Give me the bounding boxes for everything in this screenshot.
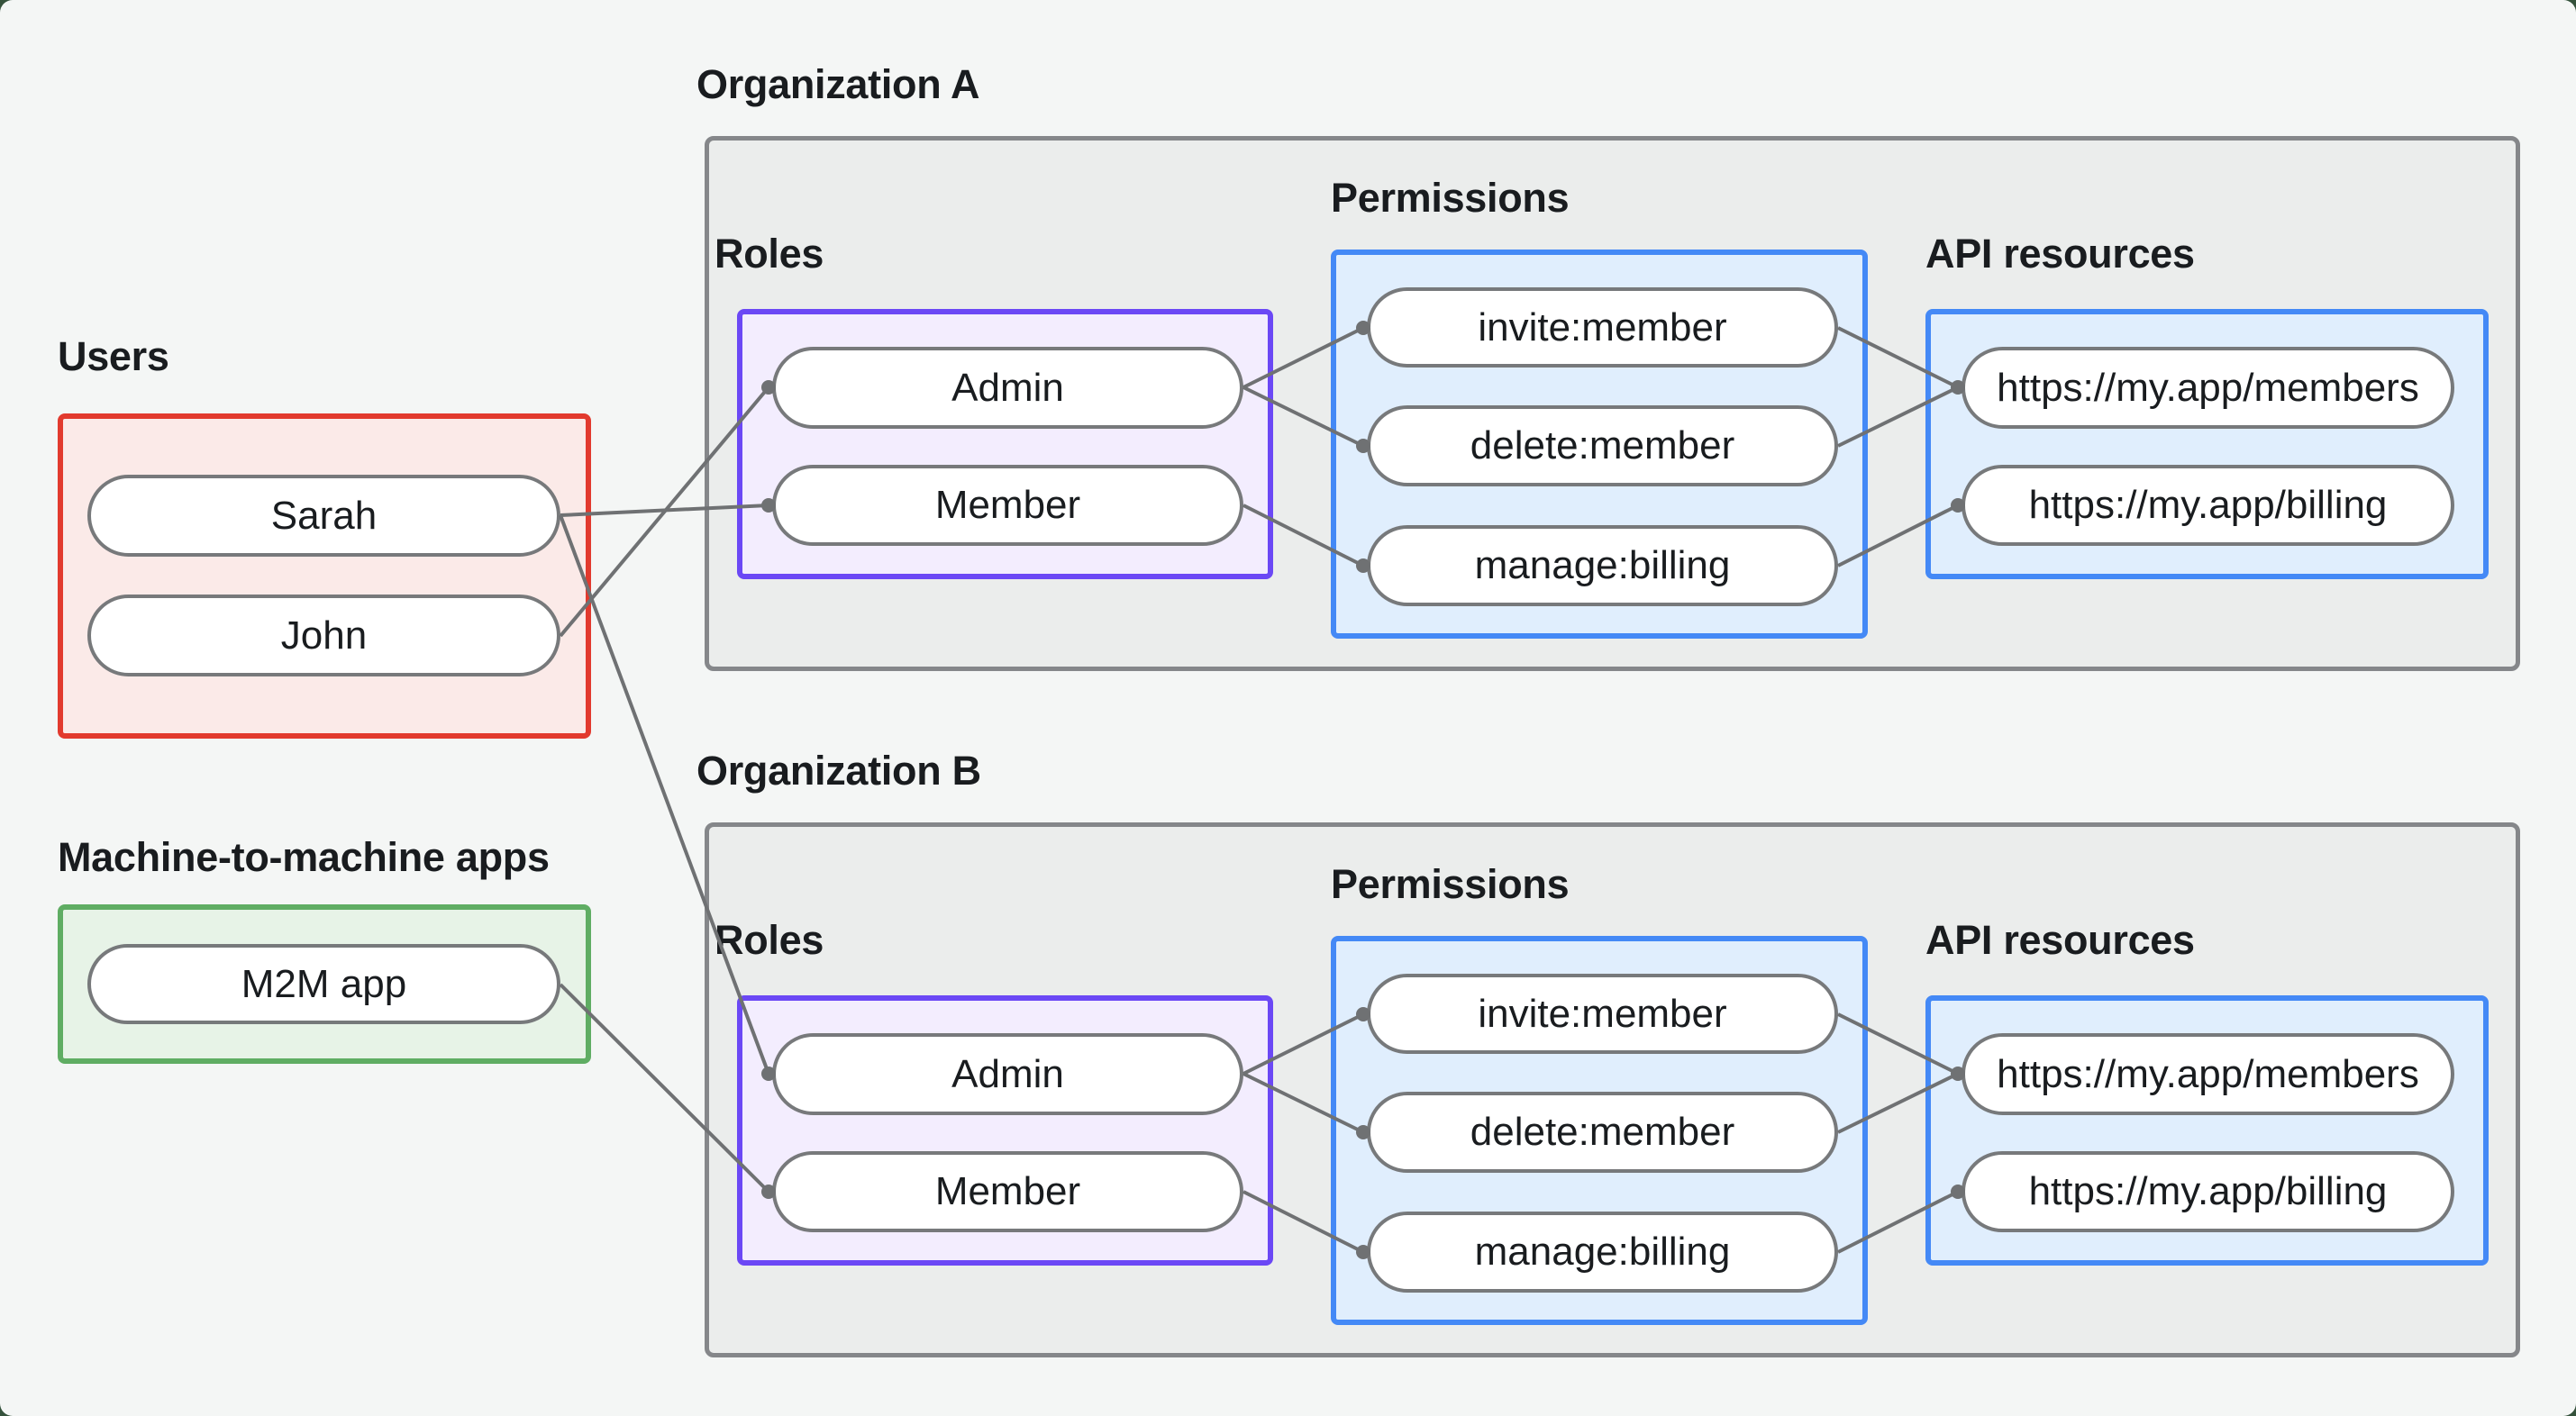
org-b-title: Organization B (696, 748, 981, 794)
node-org-b-perm-manage-billing: manage:billing (1367, 1212, 1838, 1293)
node-org-a-api-members: https://my.app/members (1962, 347, 2454, 429)
node-user-sarah: Sarah (87, 475, 560, 557)
org-a-title: Organization A (696, 61, 980, 107)
node-org-b-role-admin: Admin (772, 1033, 1243, 1115)
users-group-frame (58, 413, 591, 739)
node-org-a-api-billing: https://my.app/billing (1962, 465, 2454, 546)
node-org-b-role-member: Member (772, 1151, 1243, 1232)
node-org-a-perm-delete-member: delete:member (1367, 405, 1838, 486)
node-org-b-api-billing: https://my.app/billing (1962, 1151, 2454, 1232)
m2m-group-label: Machine-to-machine apps (58, 834, 550, 880)
org-a-section: Organization A Roles Admin Member Permis… (696, 61, 2520, 674)
node-org-a-perm-invite-member: invite:member (1367, 287, 1838, 368)
node-user-john: John (87, 595, 560, 676)
node-org-a-role-admin: Admin (772, 347, 1243, 429)
node-org-b-perm-delete-member: delete:member (1367, 1092, 1838, 1173)
org-b-api-label: API resources (1925, 917, 2195, 963)
org-a-roles-label: Roles (715, 231, 824, 277)
node-org-a-role-member: Member (772, 465, 1243, 546)
users-group-label: Users (58, 333, 169, 379)
node-org-a-perm-manage-billing: manage:billing (1367, 525, 1838, 606)
node-org-b-perm-invite-member: invite:member (1367, 974, 1838, 1054)
org-a-permissions-label: Permissions (1331, 175, 1570, 221)
org-a-api-label: API resources (1925, 231, 2195, 277)
node-m2m-app: M2M app (87, 944, 560, 1024)
org-b-permissions-label: Permissions (1331, 861, 1570, 907)
org-b-section: Organization B Roles Admin Member Permis… (696, 748, 2520, 1360)
node-org-b-api-members: https://my.app/members (1962, 1033, 2454, 1115)
org-b-roles-label: Roles (715, 917, 824, 963)
